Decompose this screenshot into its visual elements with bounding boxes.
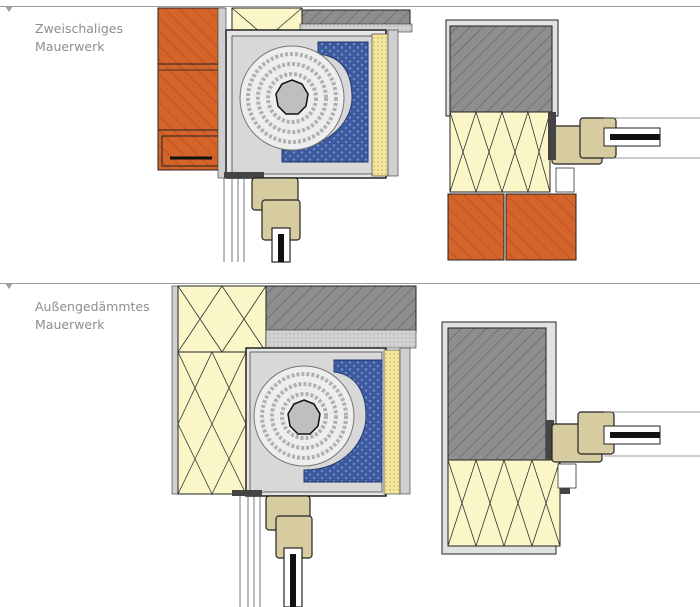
- section-label-aussengedaemmt: Außengedämmtes Mauerwerk: [35, 298, 150, 334]
- section-marker-triangle-icon: [5, 6, 13, 12]
- detail-2-window-jamb: [441, 321, 700, 555]
- detail-1-window-jamb: [445, 19, 700, 261]
- section-divider-middle: [0, 283, 700, 284]
- section-label-zweischalig: Zweischaliges Mauerwerk: [35, 20, 123, 56]
- section-title-line1: Außengedämmtes: [35, 299, 150, 314]
- section-marker-triangle-icon: [5, 283, 13, 289]
- detail-1-shutter-box: [157, 7, 413, 263]
- section-divider-top: [0, 6, 700, 7]
- detail-2-shutter-box: [171, 285, 417, 607]
- section-title-line2: Mauerwerk: [35, 317, 105, 332]
- section-title-line2: Mauerwerk: [35, 39, 105, 54]
- section-title-line1: Zweischaliges: [35, 21, 124, 36]
